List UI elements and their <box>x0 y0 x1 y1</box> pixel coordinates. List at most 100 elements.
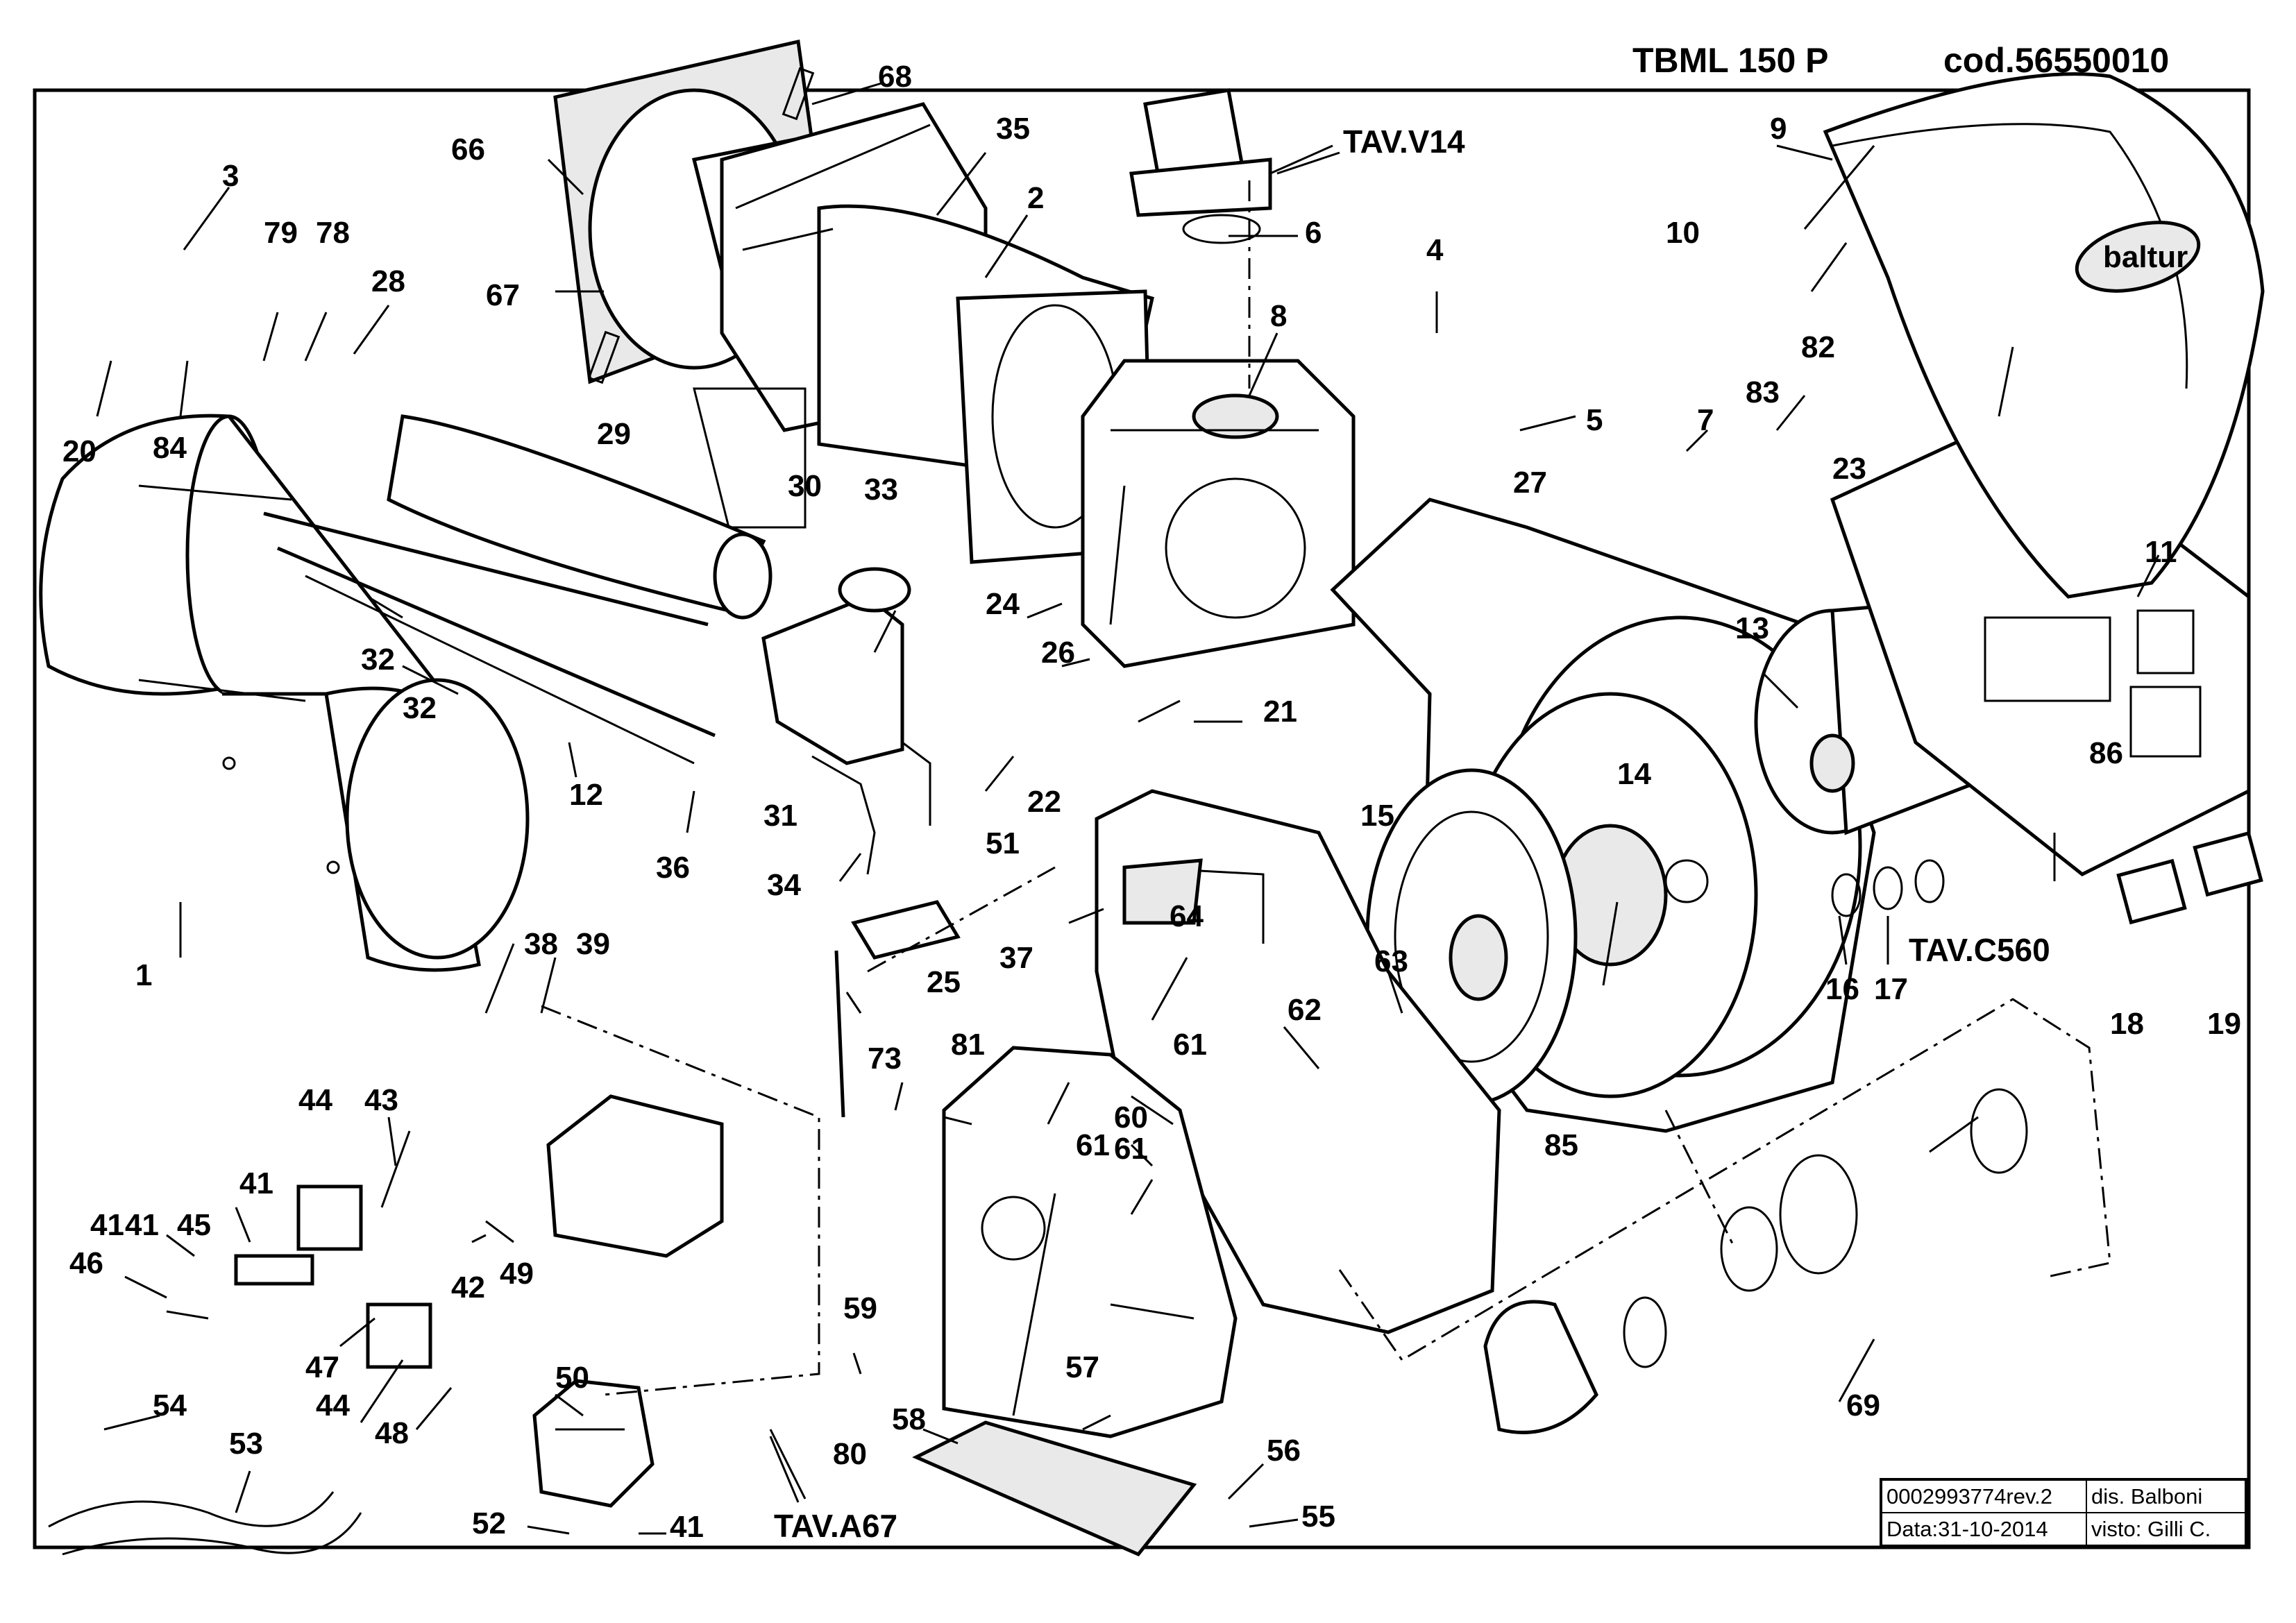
part-label: 46 <box>69 1246 103 1280</box>
part-label: 41 <box>239 1166 273 1200</box>
part-label: 34 <box>767 868 801 902</box>
coupling-assembly <box>1483 1088 2028 1434</box>
ref-tav-c560: TAV.C560 <box>1909 932 2050 968</box>
part-label: 31 <box>763 799 797 833</box>
part-label: 26 <box>1041 636 1075 670</box>
part-label: 60 <box>1114 1101 1148 1135</box>
part-label: 22 <box>1027 785 1061 819</box>
part-label: 25 <box>927 965 961 999</box>
part-label: 36 <box>656 851 690 885</box>
part-label: 68 <box>878 60 912 94</box>
part-label: 41 <box>670 1510 704 1544</box>
part-label: 81 <box>951 1028 985 1062</box>
part-label: 48 <box>375 1416 409 1450</box>
connection-block <box>1081 359 1356 668</box>
nozzle-holder <box>1129 88 1272 244</box>
title-block: 0002993774rev.2 dis. Balboni Data:31-10-… <box>1880 1478 2247 1547</box>
part-label: 44 <box>298 1083 332 1117</box>
part-label: 17 <box>1874 972 1908 1006</box>
part-label: 63 <box>1374 944 1408 978</box>
part-label: 15 <box>1360 799 1394 833</box>
part-label: 5 <box>1586 403 1603 437</box>
part-label: 49 <box>500 1257 534 1291</box>
part-label: 47 <box>305 1350 339 1384</box>
part-labels: 1 2 3 4 5 6 7 8 9 10 11 12 13 14 15 16 1… <box>62 60 2241 1544</box>
part-label: 20 <box>62 434 96 468</box>
part-label: 50 <box>555 1361 589 1395</box>
part-label: 1 <box>135 958 152 992</box>
part-label: 54 <box>153 1388 187 1422</box>
part-label: 56 <box>1267 1434 1301 1468</box>
part-label: 69 <box>1846 1388 1880 1422</box>
drawing-date: Data:31-10-2014 <box>1882 1513 2086 1545</box>
front-panel <box>942 1046 1238 1438</box>
part-label: 30 <box>788 469 822 503</box>
part-label: 41 <box>125 1208 159 1242</box>
drawing-number: 0002993774rev.2 <box>1882 1480 2086 1513</box>
part-label: 29 <box>597 417 631 451</box>
part-label: 80 <box>833 1437 867 1471</box>
part-label: 6 <box>1305 216 1322 250</box>
part-label: 43 <box>364 1083 398 1117</box>
assembly-lines <box>541 180 2111 1396</box>
part-label: 12 <box>569 778 603 812</box>
part-label: 42 <box>451 1271 485 1305</box>
part-label: 59 <box>843 1291 877 1325</box>
part-label: 61 <box>1114 1132 1148 1166</box>
part-label: 21 <box>1263 695 1297 729</box>
part-label: 79 <box>264 216 298 250</box>
part-label: 16 <box>1825 972 1859 1006</box>
part-label: 67 <box>486 278 520 312</box>
reference-labels: TAV.V14 TAV.C560 TAV.A67 <box>769 124 2050 1544</box>
part-label: 10 <box>1666 216 1700 250</box>
part-label: 61 <box>1173 1028 1207 1062</box>
part-label: 58 <box>892 1402 926 1436</box>
part-label: 2 <box>1027 181 1044 215</box>
cover-hood: baltur <box>1823 72 2265 599</box>
part-label: 44 <box>316 1388 350 1422</box>
ref-tav-a67: TAV.A67 <box>774 1508 897 1544</box>
part-label: 14 <box>1617 757 1651 791</box>
part-label: 27 <box>1513 466 1547 500</box>
burner-housing <box>693 102 1154 564</box>
part-label: 35 <box>996 112 1030 146</box>
components <box>48 414 2263 1557</box>
part-label: 51 <box>986 826 1020 860</box>
part-label: 84 <box>153 431 187 465</box>
part-label: 55 <box>1301 1499 1335 1533</box>
part-label: 52 <box>472 1506 506 1540</box>
part-label: 18 <box>2110 1007 2144 1041</box>
part-label: 62 <box>1288 993 1322 1027</box>
part-label: 57 <box>1065 1350 1099 1384</box>
part-label: 61 <box>1076 1128 1110 1162</box>
part-label: 64 <box>1170 899 1204 933</box>
part-label: 9 <box>1770 112 1787 146</box>
part-label: 4 <box>1426 233 1444 267</box>
brand-logo: baltur <box>2103 240 2188 274</box>
part-label: 39 <box>576 927 610 961</box>
part-label: 66 <box>451 133 485 167</box>
part-label: 86 <box>2089 736 2123 770</box>
part-label: 11 <box>2145 535 2177 569</box>
part-label: 73 <box>868 1042 902 1076</box>
part-label: 37 <box>999 941 1033 975</box>
checked-by: visto: Gilli C. <box>2086 1513 2245 1545</box>
ref-tav-v14: TAV.V14 <box>1343 124 1465 160</box>
part-label: 24 <box>986 587 1020 621</box>
part-label: 32 <box>361 643 395 677</box>
part-label: 28 <box>371 264 405 298</box>
part-label: 85 <box>1544 1128 1578 1162</box>
part-label: 3 <box>222 159 239 193</box>
part-label: 53 <box>229 1427 263 1461</box>
part-label: 8 <box>1270 299 1287 333</box>
designer: dis. Balboni <box>2086 1480 2245 1513</box>
part-label: 82 <box>1801 330 1835 364</box>
part-label: 13 <box>1735 611 1769 645</box>
pump <box>532 1379 655 1508</box>
part-label: 33 <box>864 473 898 507</box>
model-name: TBML 150 P <box>1632 41 1829 80</box>
part-label: 41 <box>90 1208 124 1242</box>
blast-tube <box>39 414 530 972</box>
part-label: 38 <box>524 927 558 961</box>
